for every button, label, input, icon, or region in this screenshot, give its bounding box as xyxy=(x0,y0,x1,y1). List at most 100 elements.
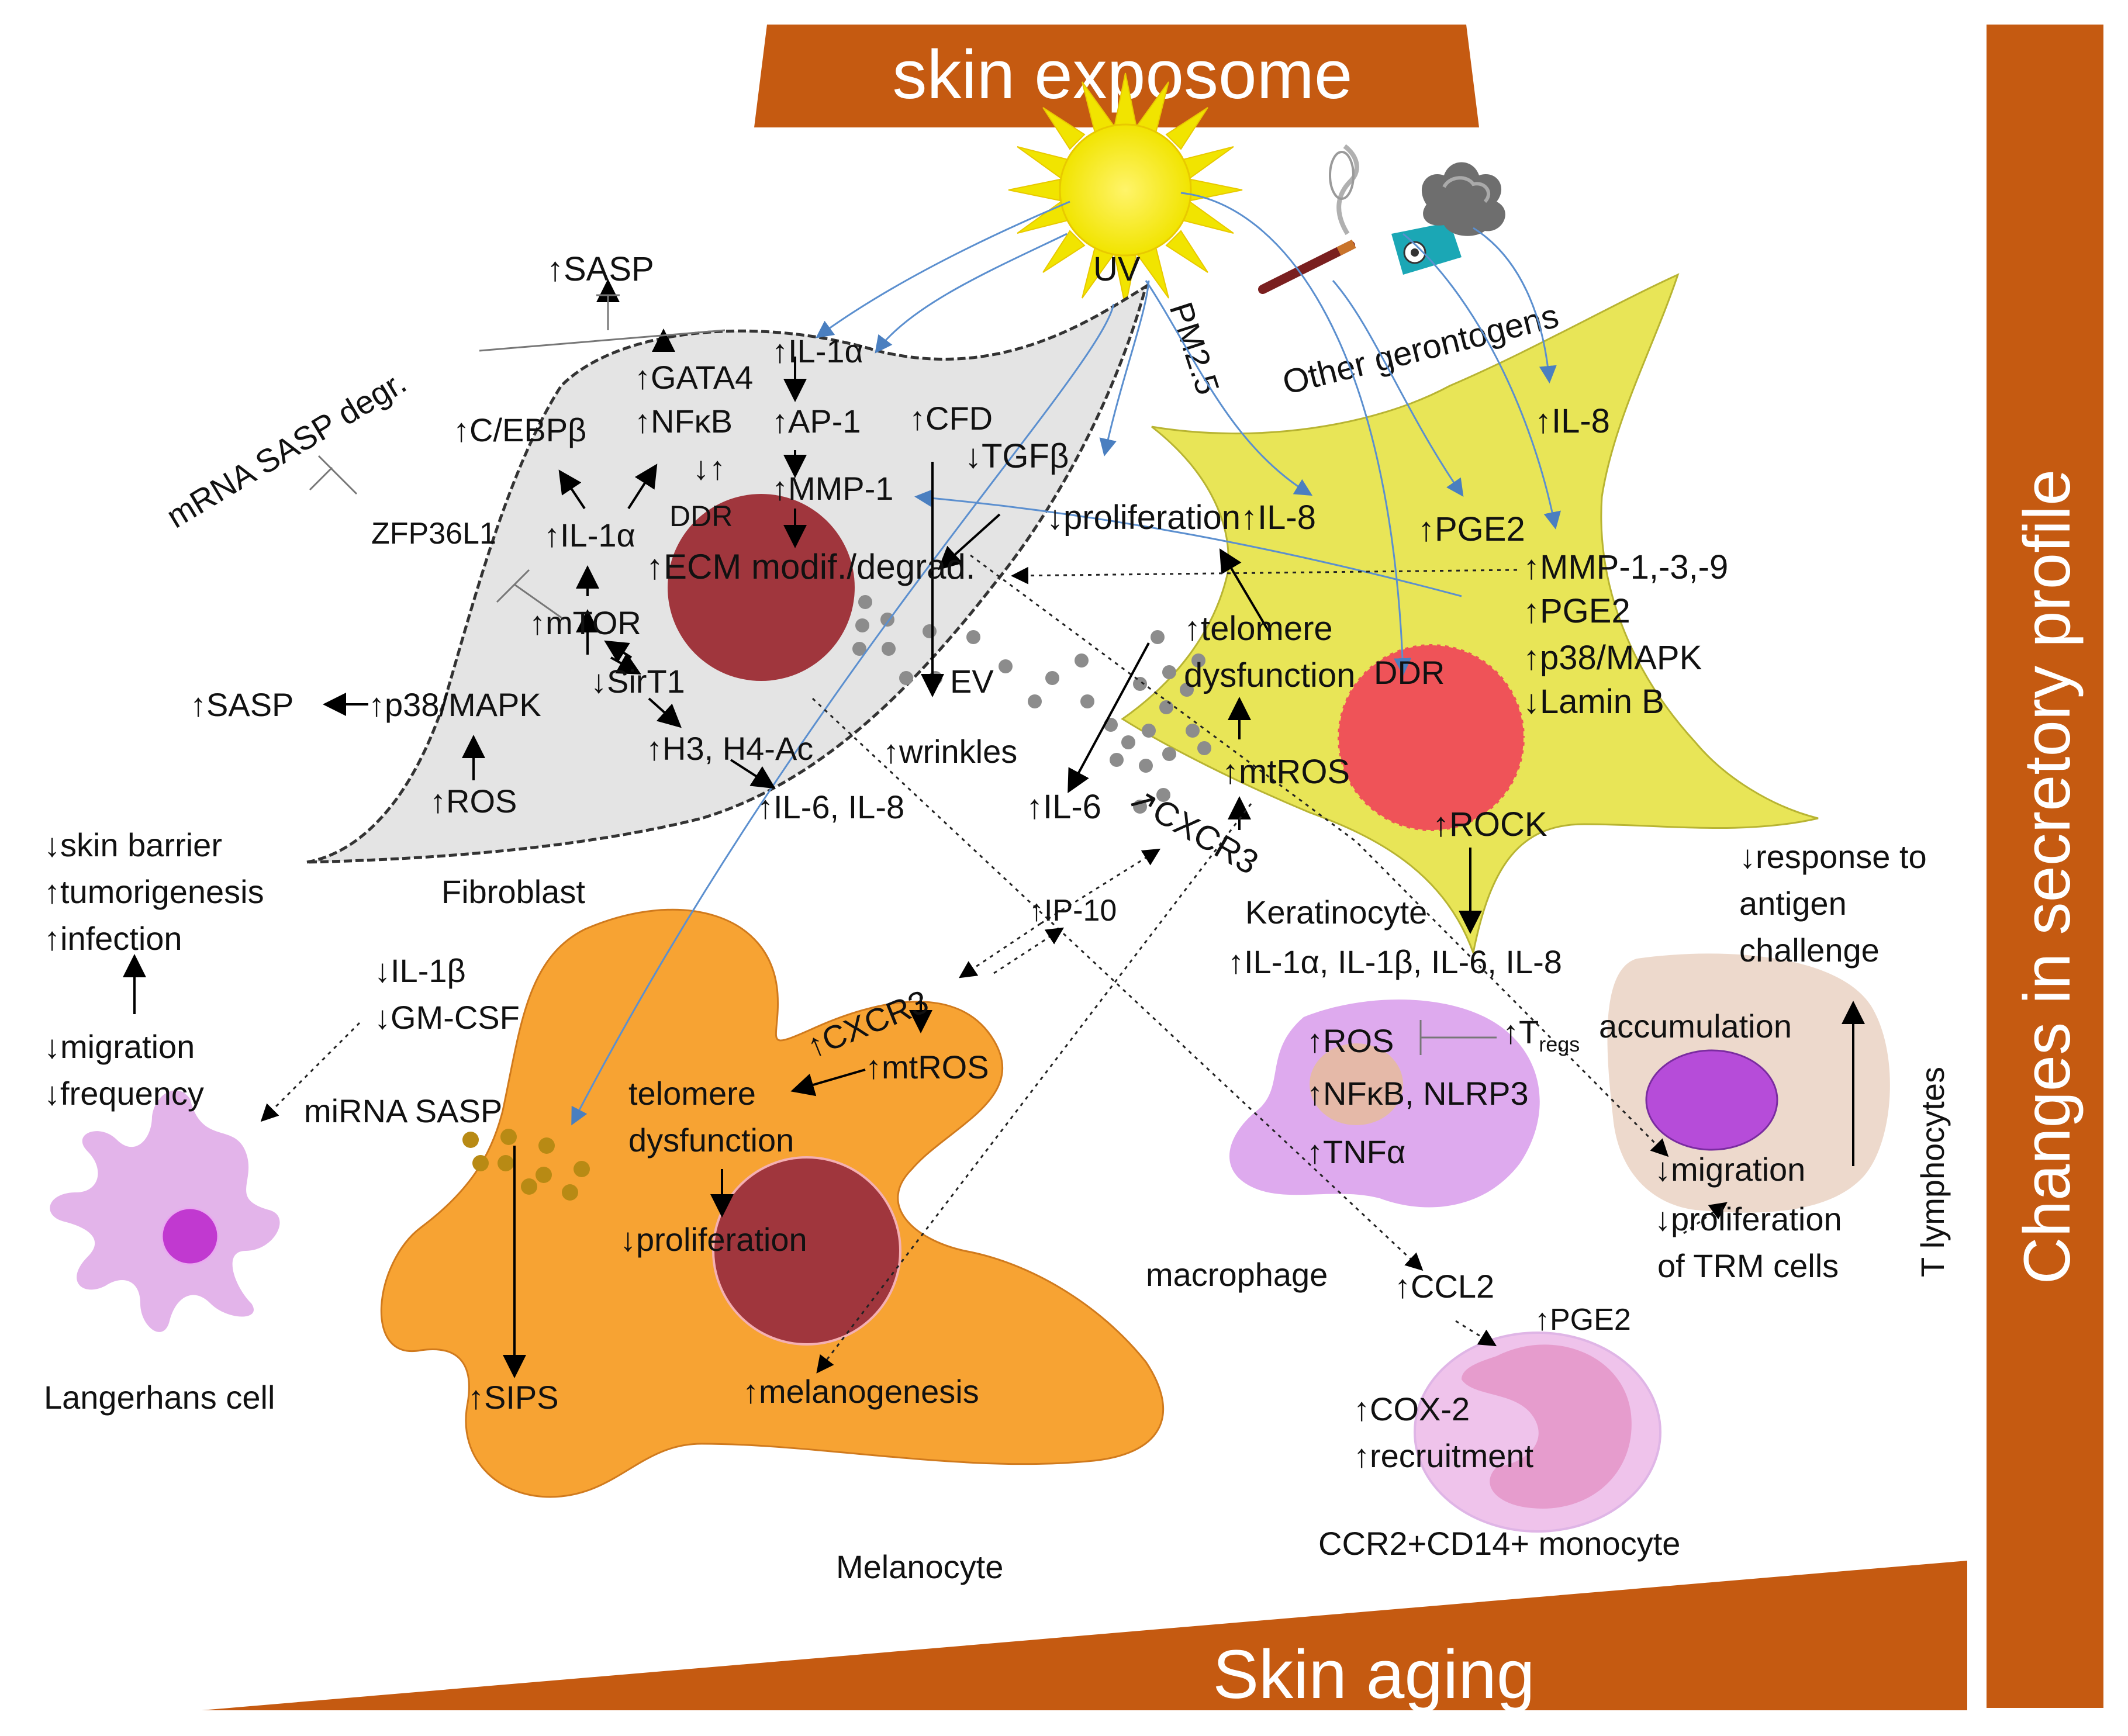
pathway-arrows xyxy=(123,279,1865,1378)
keratinocyte-label: Keratinocyte xyxy=(1245,894,1427,931)
tcell-response-3: challenge xyxy=(1739,932,1880,969)
melanocyte-mtros: ↑mtROS xyxy=(865,1049,989,1085)
keratinocyte-interleukins: ↑IL-1α, IL-1β, IL-6, IL-8 xyxy=(1228,943,1562,980)
fibroblast-nfkb-arrows: ↓↑ xyxy=(693,449,726,486)
fibroblast-sasp-top: ↑SASP xyxy=(547,250,654,288)
monocyte-nucleus xyxy=(1462,1344,1632,1509)
melanocyte-proliferation: ↓proliferation xyxy=(620,1221,807,1258)
macrophage-tnfa: ↑TNFα xyxy=(1307,1133,1405,1170)
tcell-proliferation: ↓proliferation xyxy=(1654,1201,1842,1237)
fibroblast-il1a-mid: ↑IL-1α xyxy=(544,517,635,554)
fibroblast-mmp1: ↑MMP-1 xyxy=(772,470,893,507)
keratinocyte-il6: ↑IL-6 xyxy=(1026,788,1101,826)
keratinocyte-pge2-b: ↑PGE2 xyxy=(1523,592,1630,630)
monocyte-pge2: ↑PGE2 xyxy=(1535,1303,1631,1337)
skin-barrier: ↓skin barrier xyxy=(44,826,222,863)
fibroblast-zfp36l1: ZFP36L1 xyxy=(371,517,496,551)
fibroblast-ecm: ↑ECM modif./degrad. xyxy=(646,547,976,586)
tcell-label: T lymphocytes xyxy=(1914,1067,1951,1277)
bottom-banner-shape xyxy=(202,1561,1967,1710)
pm25-label: PM2.5 xyxy=(1163,298,1227,399)
macrophage-ros: ↑ROS xyxy=(1307,1022,1394,1059)
langerhans-migration: ↓migration xyxy=(44,1028,195,1065)
top-banner-shape xyxy=(754,25,1479,127)
gm-csf: ↓GM-CSF xyxy=(374,999,520,1036)
ccl2: ↑CCL2 xyxy=(1394,1268,1494,1305)
recruitment: ↑recruitment xyxy=(1353,1437,1534,1474)
keratinocyte-mtros: ↑mtROS xyxy=(1222,753,1350,791)
inhibition-lines xyxy=(309,294,1497,1055)
fibroblast-ev: EV xyxy=(950,663,994,700)
fibroblast-h3: ↑H3, H4-Ac xyxy=(646,730,813,767)
keratinocyte-cell xyxy=(1121,273,1819,956)
macrophage-nfkb: ↑NFκB, NLRP3 xyxy=(1307,1075,1529,1112)
tregs-accumulation: accumulation xyxy=(1599,1008,1792,1045)
exposure-arrows xyxy=(571,192,1561,1126)
keratinocyte-nucleus xyxy=(1336,643,1526,832)
fibroblast-sirt1: ↓SirT1 xyxy=(590,663,685,700)
monocyte-label: CCR2+CD14+ monocyte xyxy=(1318,1525,1680,1562)
factory-icon xyxy=(1391,162,1505,275)
fibroblast-cfd: ↑CFD xyxy=(909,400,993,437)
right-banner-label: Changes in secretory profile xyxy=(2010,469,2084,1284)
melanogenesis: ↑melanogenesis xyxy=(742,1373,979,1410)
melanocyte-telomere-1: telomere xyxy=(628,1075,756,1112)
right-banner-shape xyxy=(1987,25,2103,1708)
keratinocyte-rock: ↑ROCK xyxy=(1432,805,1547,843)
right-banner: Changes in secretory profile xyxy=(1987,25,2103,1708)
keratinocyte-cxcr3: ↗CXCR3 xyxy=(1122,777,1265,882)
fibroblast-sasp-left: ↑SASP xyxy=(190,686,293,723)
keratinocyte-p38: ↑p38/MAPK xyxy=(1523,639,1702,677)
melanocyte-telomere-2: dysfunction xyxy=(628,1122,794,1159)
infection: ↑infection xyxy=(44,920,182,957)
tcell-response-1: ↓response to xyxy=(1739,838,1927,875)
keratinocyte-mmp: ↑MMP-1,-3,-9 xyxy=(1523,548,1728,586)
il1b: ↓IL-1β xyxy=(374,952,466,989)
paracrine-arrows xyxy=(260,554,1728,1374)
tumorigenesis: ↑tumorigenesis xyxy=(44,873,264,910)
langerhans-frequency: ↓frequency xyxy=(44,1075,204,1112)
keratinocyte-proliferation-il8: ↓proliferation↑IL-8 xyxy=(1046,499,1316,537)
fibroblast-nfkb: ↑NFκB xyxy=(634,403,733,440)
uv-label: UV xyxy=(1093,250,1141,288)
keratinocyte-telomere-1: ↑telomere xyxy=(1184,610,1333,648)
mirna-sasp: miRNA SASP xyxy=(304,1092,502,1129)
fibroblast-ap1: ↑AP-1 xyxy=(772,403,861,440)
sips: ↑SIPS xyxy=(468,1379,559,1416)
trm-cells: of TRM cells xyxy=(1657,1247,1839,1284)
fibroblast-ddr: DDR xyxy=(669,500,733,532)
bottom-banner-label: Skin aging xyxy=(1212,1636,1535,1713)
tregs-main: ↑T xyxy=(1502,1014,1539,1050)
fibroblast-mtor: ↑mTOR xyxy=(529,604,641,641)
fibroblast-label: Fibroblast xyxy=(441,873,585,910)
fibroblast-nucleus xyxy=(668,494,855,681)
mirna-vesicles xyxy=(462,1129,590,1201)
fibroblast-tgfb: ↓TGFβ xyxy=(965,437,1069,475)
keratinocyte-telomere-2: dysfunction xyxy=(1184,656,1355,694)
tcell-response-2: antigen xyxy=(1739,885,1847,922)
fibroblast-wrinkles: ↑wrinkles xyxy=(883,733,1017,770)
fibroblast-gata4: ↑GATA4 xyxy=(634,359,753,396)
macrophage-label: macrophage xyxy=(1146,1256,1328,1293)
ip10: ↑IP-10 xyxy=(1029,894,1117,928)
langerhans-label: Langerhans cell xyxy=(44,1379,275,1416)
keratinocyte-ddr: DDR xyxy=(1374,654,1445,691)
cox2: ↑COX-2 xyxy=(1353,1391,1470,1427)
tcell-nucleus xyxy=(1645,1049,1778,1151)
fibroblast-p38: ↑p38/MAPK xyxy=(368,686,541,723)
tregs: ↑Tregs xyxy=(1502,1014,1580,1056)
melanocyte-nucleus xyxy=(712,1156,901,1346)
keratinocyte-lamin-b: ↓Lamin B xyxy=(1523,683,1664,721)
bottom-banner: Skin aging xyxy=(202,1561,1967,1713)
fibroblast-ros: ↑ROS xyxy=(430,783,517,819)
fibroblast-il1a-top: ↑IL-1α xyxy=(772,333,863,369)
tcell-migration: ↓migration xyxy=(1654,1151,1805,1188)
tregs-sub: regs xyxy=(1539,1032,1580,1056)
fibroblast-mrna-sasp-degr: mRNA SASP degr. xyxy=(160,363,413,535)
keratinocyte-il8-top: ↑IL-8 xyxy=(1535,402,1610,440)
macrophage-nucleus xyxy=(1310,1043,1403,1125)
top-banner: skin exposome xyxy=(754,25,1479,127)
langerhans-cell xyxy=(50,1090,280,1332)
melanocyte-label: Melanocyte xyxy=(836,1548,1003,1585)
